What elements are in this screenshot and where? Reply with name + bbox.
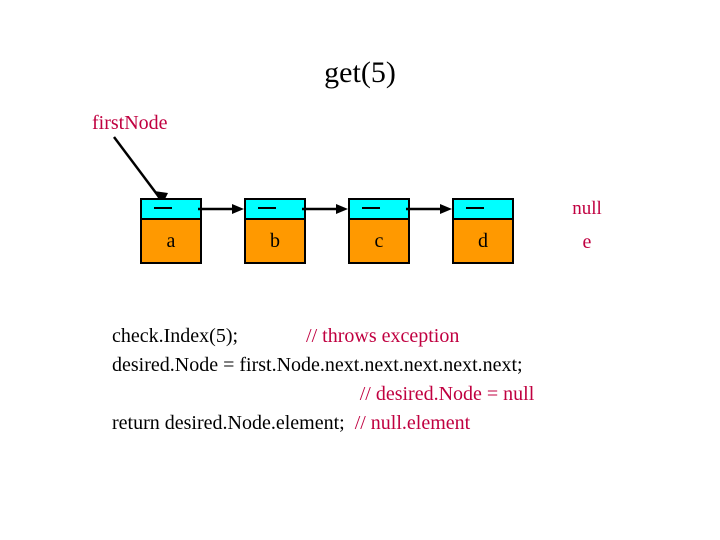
node-link-cell-2 [348, 198, 410, 220]
code-statement-4: return desired.Node.element; [112, 412, 345, 434]
link-dash-icon-0 [154, 207, 172, 209]
node-link-cell-1 [244, 198, 306, 220]
code-block: check.Index(5); // throws exception desir… [112, 322, 672, 438]
code-comment-4: // null.element [354, 412, 471, 434]
list-node-1: b [244, 198, 306, 264]
node-data-cell-2: c [348, 220, 410, 264]
link-dash-icon-1 [258, 207, 276, 209]
code-line-3: // desired.Node = null [112, 380, 672, 409]
list-node-2: c [348, 198, 410, 264]
list-node-4: null e [556, 198, 618, 264]
node-data-cell-0: a [140, 220, 202, 264]
node-link-cell-3 [452, 198, 514, 220]
node-connector-arrow-0 [198, 204, 244, 214]
code-statement-2: desired.Node = first.Node.next.next.next… [112, 354, 523, 376]
code-line-2: desired.Node = first.Node.next.next.next… [112, 351, 672, 380]
node-link-null-label: null [572, 198, 602, 219]
node-connector-arrow-1 [302, 204, 348, 214]
list-node-0: a [140, 198, 202, 264]
node-data-cell-4: e [582, 231, 592, 253]
code-comment-3: // desired.Node = null [359, 383, 535, 405]
code-line-4: return desired.Node.element; // null.elem… [112, 409, 672, 438]
node-connector-arrow-2 [406, 204, 452, 214]
node-link-cell-0 [140, 198, 202, 220]
link-dash-icon-2 [362, 207, 380, 209]
code-line-1: check.Index(5); // throws exception [112, 322, 672, 351]
page-title: get(5) [324, 56, 396, 89]
list-node-3: d [452, 198, 514, 264]
node-data-cell-3: d [452, 220, 514, 264]
link-dash-icon-3 [466, 207, 484, 209]
node-data-cell-1: b [244, 220, 306, 264]
first-node-label: firstNode [92, 112, 168, 134]
code-statement-1: check.Index(5); [112, 325, 239, 347]
code-comment-1: // throws exception [306, 325, 460, 347]
